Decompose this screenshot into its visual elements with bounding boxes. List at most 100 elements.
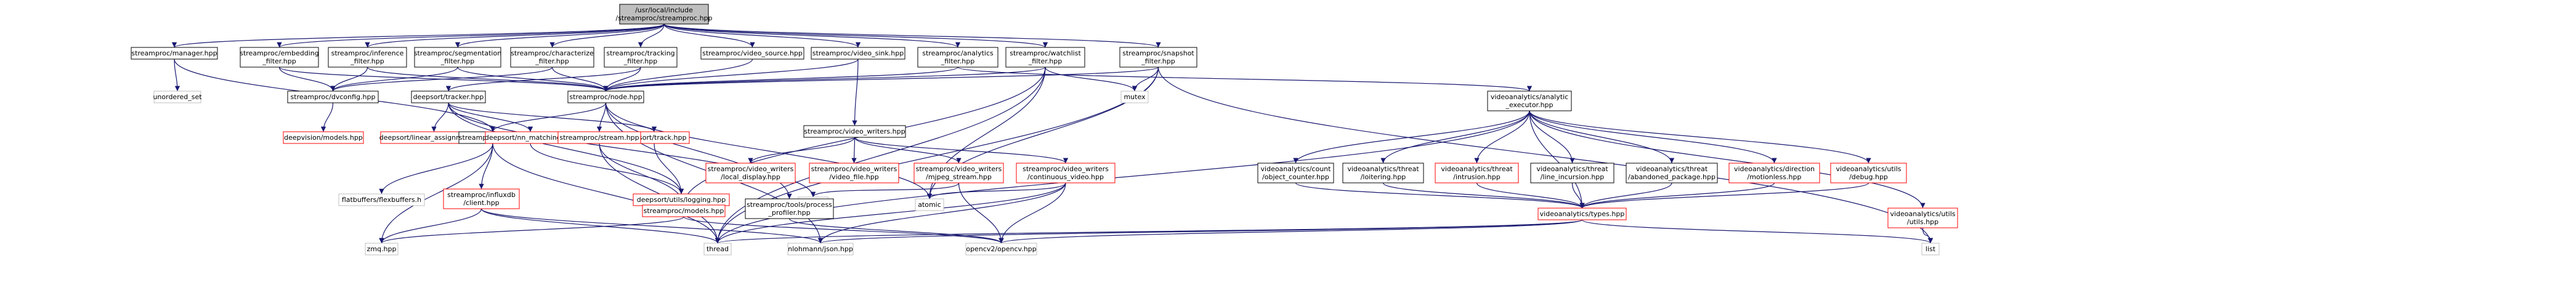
node-embedding[interactable]: streamproc/embedding_filter.hpp [240, 47, 319, 68]
node-box-threat_loitering [1342, 163, 1424, 183]
node-vw_video_file[interactable]: streamproc/video_writers/video_file.hpp [809, 163, 899, 183]
node-label-opencv: opencv2/opencv.hpp [966, 245, 1036, 253]
node-label-utils_debug: videoanalytics/utils [1836, 165, 1901, 173]
node-nn_matching[interactable]: deepsort/nn_matching.hpp [485, 131, 576, 144]
node-snapshot[interactable]: streamproc/snapshot_filter.hpp [1119, 47, 1197, 68]
node-label-threat_line: /line_incursion.hpp [1541, 173, 1605, 181]
edge-bus-to-flatbuffers [379, 143, 493, 195]
edge-root-to-video_source [663, 23, 755, 48]
node-label-video_writers: streamproc/video_writers.hpp [804, 127, 905, 135]
node-utils_debug[interactable]: videoanalytics/utils/debug.hpp [1830, 163, 1907, 183]
node-thread: thread [703, 243, 732, 256]
node-count_object[interactable]: videoanalytics/count/object_counter.hpp [1257, 163, 1334, 183]
node-label-watchlist: streamproc/watchlist [1010, 49, 1081, 57]
node-label-threat_abandoned: videoanalytics/threat [1636, 165, 1708, 173]
node-box-opencv [965, 243, 1037, 256]
edge-node-to-atomic [605, 102, 933, 199]
node-threat_intrusion[interactable]: videoanalytics/threat/intrusion.hpp [1435, 163, 1519, 183]
edge-utils_debug-to-types [1579, 182, 1869, 209]
node-direction_motionless[interactable]: videoanalytics/direction/motionless.hpp [1728, 163, 1820, 183]
node-vw_local_display[interactable]: streamproc/video_writers/local_display.h… [705, 163, 796, 183]
node-label-tracking: streamproc/tracking [606, 49, 674, 57]
edge-node-to-profiler [605, 102, 792, 199]
node-stream[interactable]: streamproc/stream.hpp [557, 131, 641, 144]
node-models[interactable]: streamproc/models.hpp [642, 204, 726, 217]
edge-types-to-list [1581, 219, 1933, 244]
node-inference[interactable]: streamproc/inference_filter.hpp [328, 47, 407, 68]
node-dvconfig[interactable]: streamproc/dvconfig.hpp [287, 91, 379, 103]
edge-models-to-zmq [379, 216, 684, 244]
node-types[interactable]: videoanalytics/types.hpp [1537, 207, 1627, 220]
node-segmentation[interactable]: streamproc/segmentation_filter.hpp [414, 47, 501, 68]
node-box-video_writers [803, 125, 906, 138]
node-analytic_executor[interactable]: videoanalytics/analytic_executor.hpp [1487, 91, 1572, 111]
node-label-snapshot: _filter.hpp [1141, 57, 1175, 65]
edge-types-to-json [818, 219, 1583, 244]
edge-snapshot-to-mutex [1132, 66, 1159, 92]
node-label-zmq: zmq.hpp [367, 245, 397, 253]
node-influxdb[interactable]: streamproc/influxdb/client.hpp [443, 188, 520, 209]
node-atomic: atomic [915, 198, 944, 211]
edge-analytic_executor-to-threat_intrusion [1474, 110, 1530, 164]
edge-segmentation-to-node [457, 66, 609, 92]
node-utils_utils[interactable]: videoanalytics/utils/utils.hpp [1887, 207, 1958, 228]
node-box-embedding [240, 47, 319, 68]
edge-bus-to-zmq [379, 143, 493, 244]
node-video_sink[interactable]: streamproc/video_sink.hpp [811, 47, 905, 60]
edge-analytic_executor-to-count_object [1293, 110, 1530, 164]
node-label-segmentation: _filter.hpp [440, 57, 475, 65]
node-label-logging: deepsort/utils/logging.hpp [637, 196, 726, 204]
node-node[interactable]: streamproc/node.hpp [567, 91, 644, 103]
node-vw_continuous[interactable]: streamproc/video_writers/continuous_vide… [1016, 163, 1116, 183]
node-label-threat_loitering: videoanalytics/threat [1347, 165, 1419, 173]
node-label-analytic_executor: _executor.hpp [1505, 101, 1553, 109]
node-tracker[interactable]: deepsort/tracker.hpp [411, 91, 486, 103]
node-mutex: mutex [1120, 91, 1149, 103]
node-threat_line[interactable]: videoanalytics/threat/line_incursion.hpp [1530, 163, 1614, 183]
node-label-flatbuffers: flatbuffers/flexbuffers.h [342, 196, 421, 204]
node-profiler[interactable]: streamproc/tools/process_profiler.hpp [745, 198, 834, 219]
node-label-influxdb: streamproc/influxdb [447, 191, 516, 199]
node-label-analytics: streamproc/analytics [922, 49, 994, 57]
node-box-video_source [700, 47, 804, 60]
node-logging[interactable]: deepsort/utils/logging.hpp [633, 193, 730, 206]
node-label-utils_utils: /utils.hpp [1907, 218, 1938, 226]
node-label-atomic: atomic [918, 201, 941, 209]
node-label-tracking: _filter.hpp [623, 57, 658, 65]
node-threat_abandoned[interactable]: videoanalytics/threat/abandoned_package.… [1626, 163, 1718, 183]
edge-analytic_executor-to-threat_abandoned [1529, 110, 1675, 164]
node-label-count_object: videoanalytics/count [1261, 165, 1332, 173]
node-label-embedding: streamproc/embedding [240, 49, 319, 57]
node-label-watchlist: _filter.hpp [1028, 57, 1063, 65]
edge-video_sink-to-video_writers [852, 58, 859, 126]
node-box-segmentation [414, 47, 501, 68]
node-label-manager: streamproc/manager.hpp [131, 49, 217, 57]
node-label-threat_intrusion: /intrusion.hpp [1453, 173, 1500, 181]
node-label-direction_motionless: /motionless.hpp [1748, 173, 1802, 181]
node-label-threat_line: videoanalytics/threat [1536, 165, 1608, 173]
node-deepvision_models[interactable]: deepvision/models.hpp [283, 131, 364, 144]
node-box-list [1921, 243, 1940, 256]
node-box-mutex [1120, 91, 1149, 103]
node-characterize[interactable]: streamproc/characterize_filter.hpp [510, 47, 594, 68]
node-label-profiler: streamproc/tools/process [747, 201, 832, 209]
node-box-zmq [365, 243, 399, 256]
node-box-threat_abandoned [1626, 163, 1718, 183]
node-analytics[interactable]: streamproc/analytics_filter.hpp [917, 47, 998, 68]
node-manager[interactable]: streamproc/manager.hpp [131, 47, 218, 60]
node-tracking[interactable]: streamproc/tracking_filter.hpp [604, 47, 678, 68]
edge-manager-to-unordered_set [174, 58, 180, 92]
node-video_source[interactable]: streamproc/video_source.hpp [700, 47, 804, 60]
node-video_writers[interactable]: streamproc/video_writers.hpp [803, 125, 906, 138]
edge-analytics-to-analytic_executor [957, 66, 1532, 92]
edge-types-to-thread [715, 219, 1583, 244]
edge-analytic_executor-to-threat_line [1529, 110, 1575, 164]
node-vw_mjpeg[interactable]: streamproc/video_writers/mjpeg_stream.hp… [913, 163, 1004, 183]
node-watchlist[interactable]: streamproc/watchlist_filter.hpp [1005, 47, 1085, 68]
node-label-analytics: _filter.hpp [941, 57, 975, 65]
edge-tracking-to-tracker [445, 66, 641, 92]
edge-analytic_executor-to-types [1529, 110, 1585, 209]
node-threat_loitering[interactable]: videoanalytics/threat/loitering.hpp [1342, 163, 1424, 183]
edge-root-to-segmentation [455, 23, 665, 48]
